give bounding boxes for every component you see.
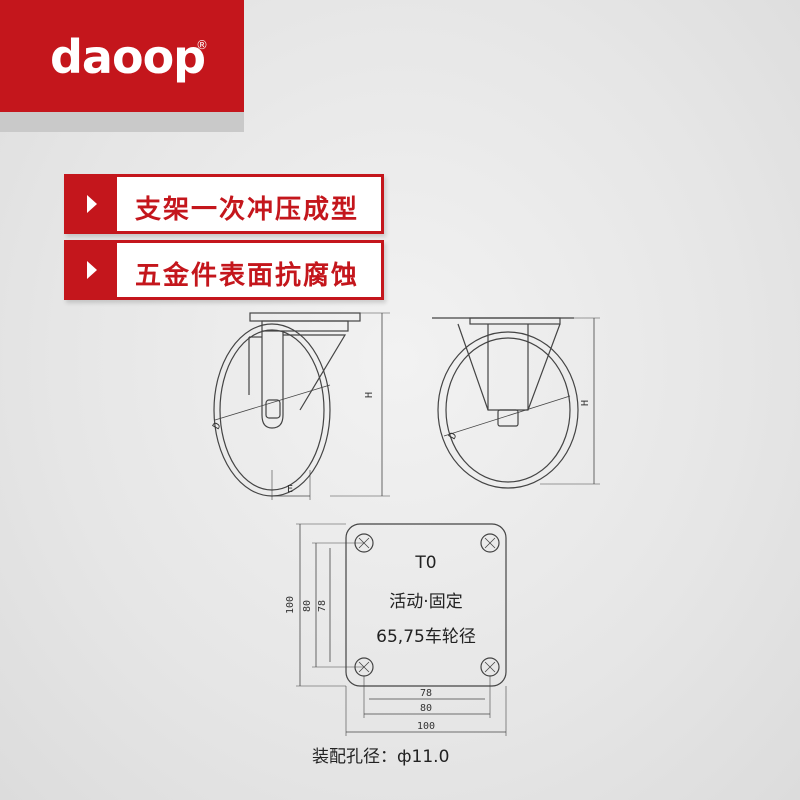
- dim-h-label: H: [364, 392, 375, 398]
- swivel-caster-drawing: [213, 312, 390, 500]
- play-arrow-icon: [67, 177, 117, 231]
- dim-d-label: D: [447, 431, 460, 442]
- dim-e-label: E: [287, 484, 293, 495]
- logo-shadow: [0, 112, 244, 132]
- logo-text: daoop: [50, 30, 206, 84]
- dim-80-label: 80: [302, 600, 313, 612]
- dim-78-label: 78: [317, 600, 328, 612]
- play-arrow-icon: [67, 243, 117, 297]
- dim-100-label: 100: [417, 721, 435, 732]
- feature-label: 五金件表面抗腐蚀: [135, 261, 360, 291]
- mounting-hole-label: 装配孔径：ф11.0: [312, 747, 450, 767]
- feature-banner-1: 支架一次冲压成型: [64, 174, 384, 234]
- plate-type: 活动·固定: [389, 592, 463, 612]
- dim-h-label: H: [580, 400, 591, 406]
- dim-78-label: 78: [420, 688, 432, 699]
- top-plate-drawing: [296, 523, 507, 736]
- dim-80-label: 80: [420, 703, 432, 714]
- brand-logo: daoop ®: [0, 0, 244, 112]
- feature-label: 支架一次冲压成型: [135, 195, 360, 225]
- feature-banner-2: 五金件表面抗腐蚀: [64, 240, 384, 300]
- fixed-caster-drawing: [432, 317, 600, 489]
- registered-mark: ®: [196, 38, 208, 52]
- wheel-size: 65,75车轮径: [376, 627, 476, 647]
- dim-100-label: 100: [285, 596, 296, 614]
- dim-d-label: D: [211, 421, 224, 432]
- plate-code: T0: [415, 553, 437, 573]
